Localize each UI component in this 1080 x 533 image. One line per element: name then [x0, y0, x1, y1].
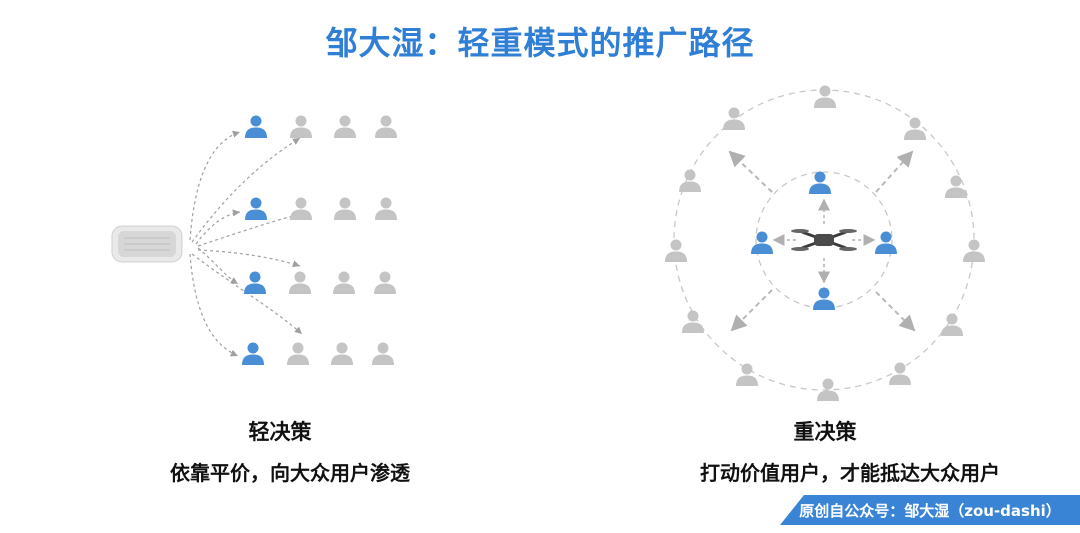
- right-caption-title: 重决策: [735, 416, 915, 446]
- user-icon: [289, 272, 311, 295]
- drone-icon: [791, 229, 857, 251]
- user-icon: [245, 116, 267, 139]
- right-caption-sub: 打动价值用户，才能抵达大众用户: [650, 457, 1050, 486]
- user-icon: [331, 343, 353, 366]
- spread-arrows: [190, 132, 302, 356]
- user-icon: [875, 232, 897, 255]
- user-icon: [904, 118, 926, 141]
- user-icon: [736, 364, 758, 387]
- left-user-grid: [242, 116, 397, 366]
- user-icon: [290, 116, 312, 139]
- user-icon: [813, 288, 835, 311]
- user-icon: [374, 272, 396, 295]
- user-icon: [945, 176, 967, 199]
- user-icon: [682, 311, 704, 334]
- user-icon: [242, 343, 264, 366]
- product-box-icon: [112, 226, 182, 262]
- user-icon: [889, 363, 911, 386]
- user-icon: [814, 86, 836, 109]
- user-icon: [333, 272, 355, 295]
- user-icon: [375, 116, 397, 139]
- user-icon: [941, 314, 963, 337]
- user-icon: [244, 272, 266, 295]
- user-icon: [245, 198, 267, 221]
- left-caption-sub: 依靠平价，向大众用户渗透: [120, 457, 460, 486]
- user-icon: [751, 232, 773, 255]
- user-icon: [809, 172, 831, 195]
- user-icon: [375, 198, 397, 221]
- user-icon: [334, 116, 356, 139]
- user-icon: [287, 343, 309, 366]
- user-icon: [679, 170, 701, 193]
- user-icon: [723, 108, 745, 131]
- footer-text: 原创自公众号：邹大湿（zou-dashi）: [799, 500, 1061, 521]
- user-icon: [665, 240, 687, 263]
- left-caption-title: 轻决策: [190, 416, 370, 446]
- user-icon: [372, 343, 394, 366]
- user-icon: [334, 198, 356, 221]
- user-icon: [290, 198, 312, 221]
- user-icon: [963, 240, 985, 263]
- source-footer: 原创自公众号：邹大湿（zou-dashi）: [780, 495, 1080, 525]
